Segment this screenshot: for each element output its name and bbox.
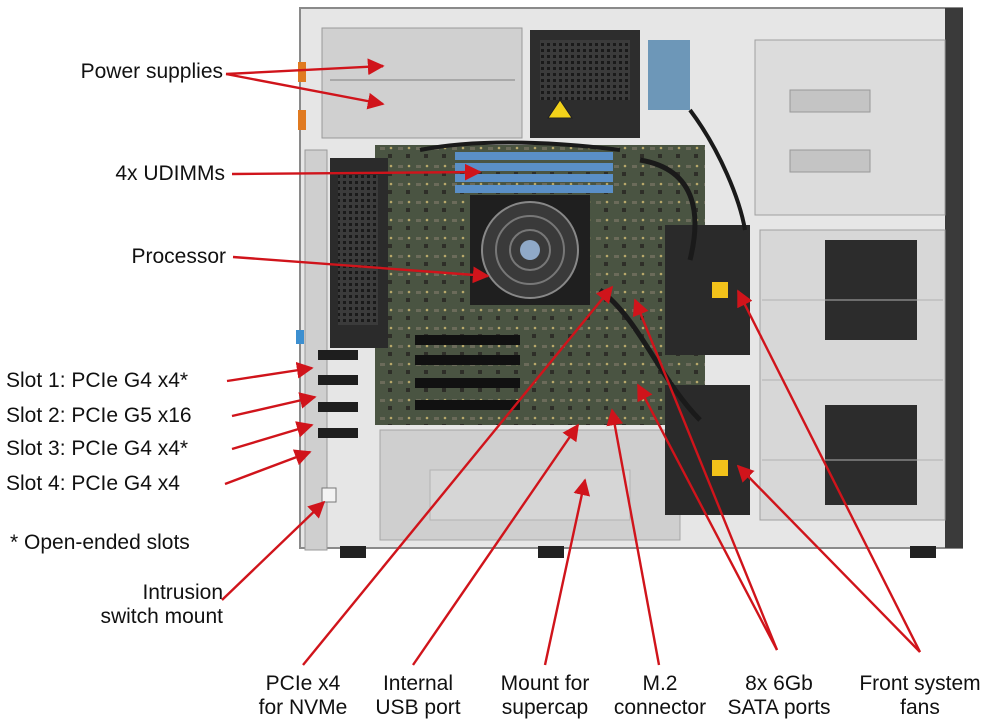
arrow-fans-1	[736, 289, 922, 653]
arrow-power-supply-2	[225, 72, 385, 110]
arrow-pcie-nvme	[302, 285, 614, 666]
arrow-processor	[232, 255, 490, 284]
arrow-slot2	[231, 392, 317, 418]
label-slot-1: Slot 1: PCIe G4 x4*	[6, 369, 189, 392]
label-power-supplies: Power supplies	[80, 60, 223, 83]
label-usb-line1: Internal	[382, 672, 454, 695]
label-fans-line2: fans	[900, 696, 940, 719]
label-m2-line2: connector	[613, 696, 707, 719]
arrow-slot3	[231, 421, 314, 451]
label-open-ended-note: * Open-ended slots	[10, 531, 190, 554]
label-supercap-line2: supercap	[501, 696, 589, 719]
arrow-sata-1	[632, 298, 779, 651]
arrow-power-supply-1	[225, 58, 385, 76]
label-m2-line1: M.2	[642, 672, 678, 695]
arrow-supercap	[543, 478, 591, 666]
label-usb-line2: USB port	[375, 696, 461, 719]
arrow-slot1	[226, 361, 314, 383]
label-pcie-nvme-line2: for NVMe	[258, 696, 348, 719]
label-intrusion-line2: switch mount	[100, 605, 223, 628]
label-sata-ports: 8x 6Gb SATA ports	[718, 672, 840, 720]
label-udimms: 4x UDIMMs	[115, 162, 225, 185]
label-supercap-mount: Mount for supercap	[480, 672, 610, 720]
label-slot-4: Slot 4: PCIe G4 x4	[6, 472, 180, 495]
label-intrusion-line1: Intrusion	[142, 581, 223, 604]
label-front-fans: Front system fans	[845, 672, 995, 720]
arrow-m2	[606, 408, 661, 666]
label-slot-2: Slot 2: PCIe G5 x16	[6, 404, 192, 427]
label-processor: Processor	[131, 245, 226, 268]
label-fans-line1: Front system	[859, 672, 981, 695]
arrow-slot4	[224, 449, 312, 486]
arrow-udimms	[231, 163, 482, 181]
chassis-illustration	[296, 7, 963, 558]
label-intrusion-switch: Intrusion switch mount	[100, 581, 223, 629]
arrow-intrusion	[221, 500, 326, 601]
callout-arrows	[221, 58, 922, 666]
arrow-fans-2	[736, 464, 921, 653]
label-sata-line2: SATA ports	[727, 696, 831, 719]
label-slot-3: Slot 3: PCIe G4 x4*	[6, 437, 189, 460]
label-m2-connector: M.2 connector	[600, 672, 720, 720]
arrow-usb	[412, 423, 579, 666]
label-sata-line1: 8x 6Gb	[745, 672, 813, 695]
label-pcie-nvme-line1: PCIe x4	[265, 672, 341, 695]
label-internal-usb: Internal USB port	[358, 672, 478, 720]
arrow-sata-2	[636, 383, 779, 651]
label-supercap-line1: Mount for	[500, 672, 590, 695]
label-pcie-nvme: PCIe x4 for NVMe	[243, 672, 363, 720]
